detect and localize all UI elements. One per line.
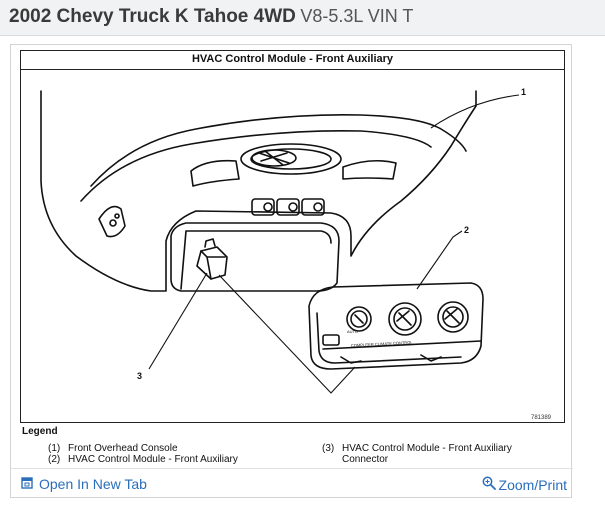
zoom-icon	[482, 476, 496, 493]
knob-label: AUTO	[347, 329, 358, 334]
legend-column-right: (3) HVAC Control Module - Front Auxiliar…	[322, 443, 552, 465]
diagram-card: HVAC Control Module - Front Auxiliary	[10, 44, 573, 498]
zoom-print-label: Zoom/Print	[498, 476, 567, 493]
legend: Legend (1) Front Overhead Console (2) HV…	[22, 426, 562, 465]
figure-title: HVAC Control Module - Front Auxiliary	[191, 53, 394, 65]
leader-line-1	[430, 94, 520, 129]
legend-item-number: (1)	[48, 443, 61, 454]
legend-item-number: (2)	[48, 454, 61, 465]
legend-item-text: HVAC Control Module - Front Auxiliary Co…	[342, 443, 512, 465]
zoom-print-link[interactable]: Zoom/Print	[482, 476, 567, 493]
legend-item: (2) HVAC Control Module - Front Auxiliar…	[48, 454, 318, 465]
callout-2: 2	[464, 225, 469, 235]
legend-item: (1) Front Overhead Console	[48, 443, 318, 454]
card-footer: Open In New Tab Zoom/Print	[11, 468, 573, 498]
vehicle-engine: V8-5.3L VIN T	[300, 6, 414, 26]
vehicle-model: 2002 Chevy Truck K Tahoe 4WD	[9, 6, 296, 27]
overhead-console-outline	[40, 90, 477, 292]
panel-text: COMPUTER CLIMATE CONTROL	[351, 340, 414, 348]
callout-1: 1	[521, 87, 526, 97]
open-in-new-tab-link[interactable]: Open In New Tab	[21, 476, 147, 492]
figure-title-divider	[21, 69, 564, 70]
legend-item: (3) HVAC Control Module - Front Auxiliar…	[322, 443, 552, 465]
open-tab-icon	[21, 476, 33, 492]
leader-line-3	[148, 272, 208, 370]
page-header: 2002 Chevy Truck K Tahoe 4WD V8-5.3L VIN…	[0, 0, 605, 36]
diagram-figure: HVAC Control Module - Front Auxiliary	[20, 50, 565, 423]
legend-item-number: (3)	[322, 443, 335, 454]
leader-line-3b	[218, 274, 356, 394]
callout-3: 3	[137, 371, 142, 381]
hvac-line-drawing: 1 2 3 COMPUTER CLIMATE CONTROL AUTO	[40, 87, 526, 394]
legend-item-text: HVAC Control Module - Front Auxiliary	[68, 454, 238, 465]
hvac-module-drawing	[308, 282, 484, 370]
leader-line-2	[416, 230, 463, 290]
open-in-new-tab-label: Open In New Tab	[39, 476, 147, 492]
legend-title: Legend	[22, 426, 58, 437]
legend-item-text: Front Overhead Console	[68, 443, 178, 454]
module-opening	[170, 222, 340, 292]
figure-id: 781389	[531, 415, 552, 421]
legend-column-left: (1) Front Overhead Console (2) HVAC Cont…	[48, 443, 318, 465]
